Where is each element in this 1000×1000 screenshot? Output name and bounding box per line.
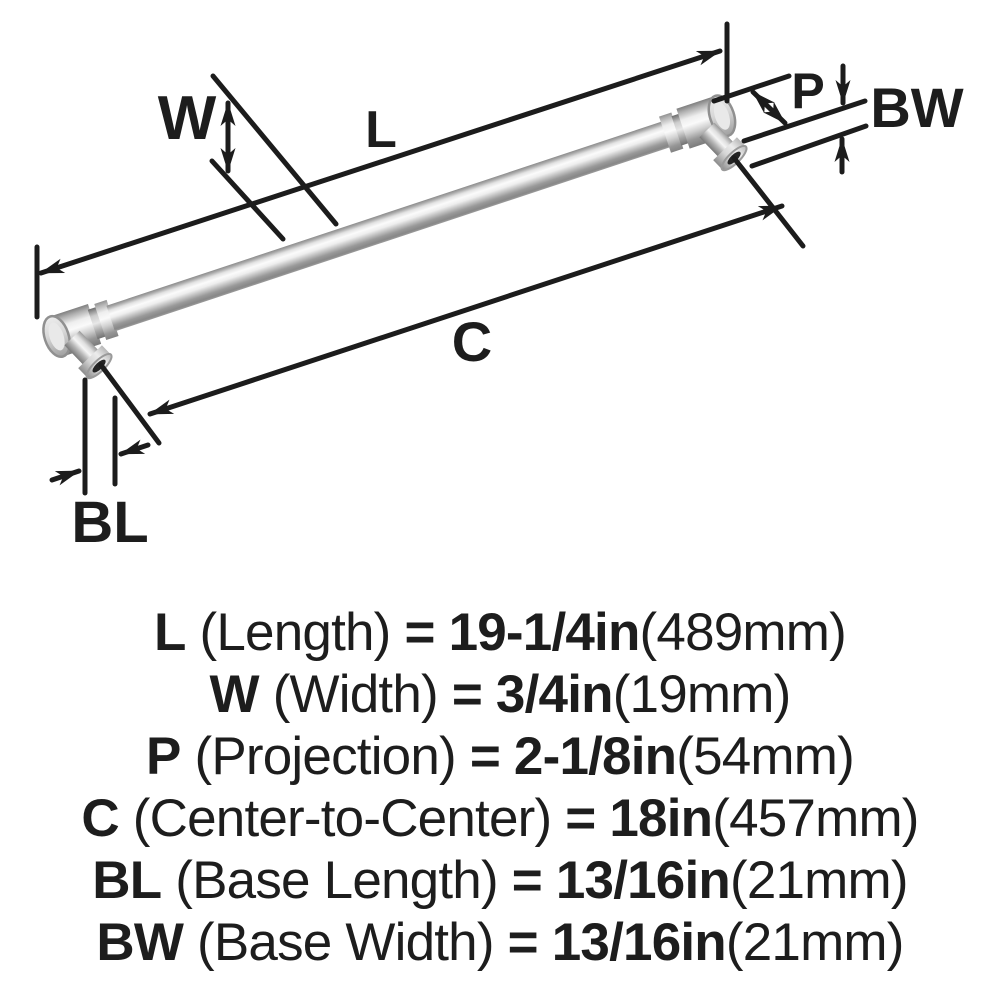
- left-groove-ring: [87, 306, 107, 340]
- dimension-l: L: [34, 21, 730, 320]
- spec-key: P: [146, 727, 181, 786]
- c-dimension-line: [147, 203, 785, 417]
- spec-row-base-length: BL (Base Length) = 13/16in(21mm): [0, 850, 1000, 912]
- spec-row-width: W (Width) = 3/4in(19mm): [0, 664, 1000, 726]
- dimension-label-l: L: [365, 101, 397, 159]
- left-cap-face-inner: [48, 322, 65, 351]
- spec-name: (Length): [199, 603, 392, 662]
- spec-metric: (21mm): [725, 913, 905, 972]
- spec-row-center-to-center: C (Center-to-Center) = 18in(457mm): [0, 788, 1000, 850]
- spec-row-length: L (Length) = 19-1/4in(489mm): [0, 602, 1000, 664]
- spec-key: BW: [96, 913, 184, 972]
- spec-value: 13/16in: [555, 851, 731, 910]
- dimension-bl: BL: [49, 377, 151, 555]
- spec-equals: =: [469, 727, 501, 786]
- spec-equals: =: [565, 789, 596, 848]
- spec-name: (Base Width): [197, 913, 495, 972]
- c-leader-left: [98, 362, 162, 446]
- dimension-specs: L (Length) = 19-1/4in(489mm) W (Width) =…: [0, 602, 1000, 974]
- dimension-label-p: P: [791, 63, 824, 119]
- spec-metric: (19mm): [612, 665, 792, 724]
- bl-arrow-right: [49, 468, 82, 486]
- bw-line-upper: [741, 98, 868, 144]
- spec-metric: (457mm): [712, 789, 919, 848]
- dimension-p: P: [711, 63, 825, 126]
- bl-arrow-left: [118, 439, 151, 457]
- spec-value: 18in: [609, 789, 713, 848]
- spec-key: L: [154, 603, 186, 662]
- spec-metric: (489mm): [639, 603, 847, 662]
- spec-value: 3/4in: [495, 665, 614, 724]
- dimension-c: C: [98, 155, 806, 446]
- spec-key: W: [209, 665, 260, 724]
- c-leader-right: [731, 155, 806, 249]
- spec-value: 13/16in: [551, 913, 727, 972]
- spec-metric: (54mm): [676, 727, 855, 786]
- spec-metric: (21mm): [729, 851, 909, 910]
- spec-equals: =: [451, 665, 483, 724]
- left-post-neck: [64, 330, 99, 365]
- spec-row-base-width: BW (Base Width) = 13/16in(21mm): [0, 912, 1000, 974]
- bw-line-lower: [749, 123, 869, 169]
- spec-key: BL: [92, 851, 162, 910]
- spec-equals: =: [511, 851, 543, 910]
- spec-equals: =: [507, 913, 539, 972]
- dimension-label-c: C: [452, 310, 492, 373]
- left-collar-ring: [94, 299, 119, 341]
- p-arrow: [750, 89, 788, 126]
- p-extension-line: [711, 73, 792, 104]
- dimension-label-bw: BW: [870, 76, 963, 139]
- spec-equals: =: [404, 603, 435, 662]
- spec-name: (Width): [272, 665, 439, 724]
- w-tick-long: [210, 73, 339, 227]
- spec-name: (Projection): [194, 727, 457, 786]
- dimension-bw: BW: [741, 63, 964, 175]
- spec-value: 2-1/8in: [513, 727, 677, 786]
- spec-key: C: [81, 789, 119, 848]
- w-tick-short: [209, 158, 286, 242]
- spec-name: (Base Length): [175, 851, 498, 910]
- left-mounting-post: [64, 330, 113, 380]
- spec-name: (Center-to-Center): [132, 789, 552, 848]
- spec-value: 19-1/4in: [448, 603, 641, 662]
- dimension-label-bl: BL: [71, 490, 148, 555]
- dimension-label-w: W: [158, 84, 217, 153]
- dimension-w: W: [158, 73, 339, 242]
- spec-row-projection: P (Projection) = 2-1/8in(54mm): [0, 726, 1000, 788]
